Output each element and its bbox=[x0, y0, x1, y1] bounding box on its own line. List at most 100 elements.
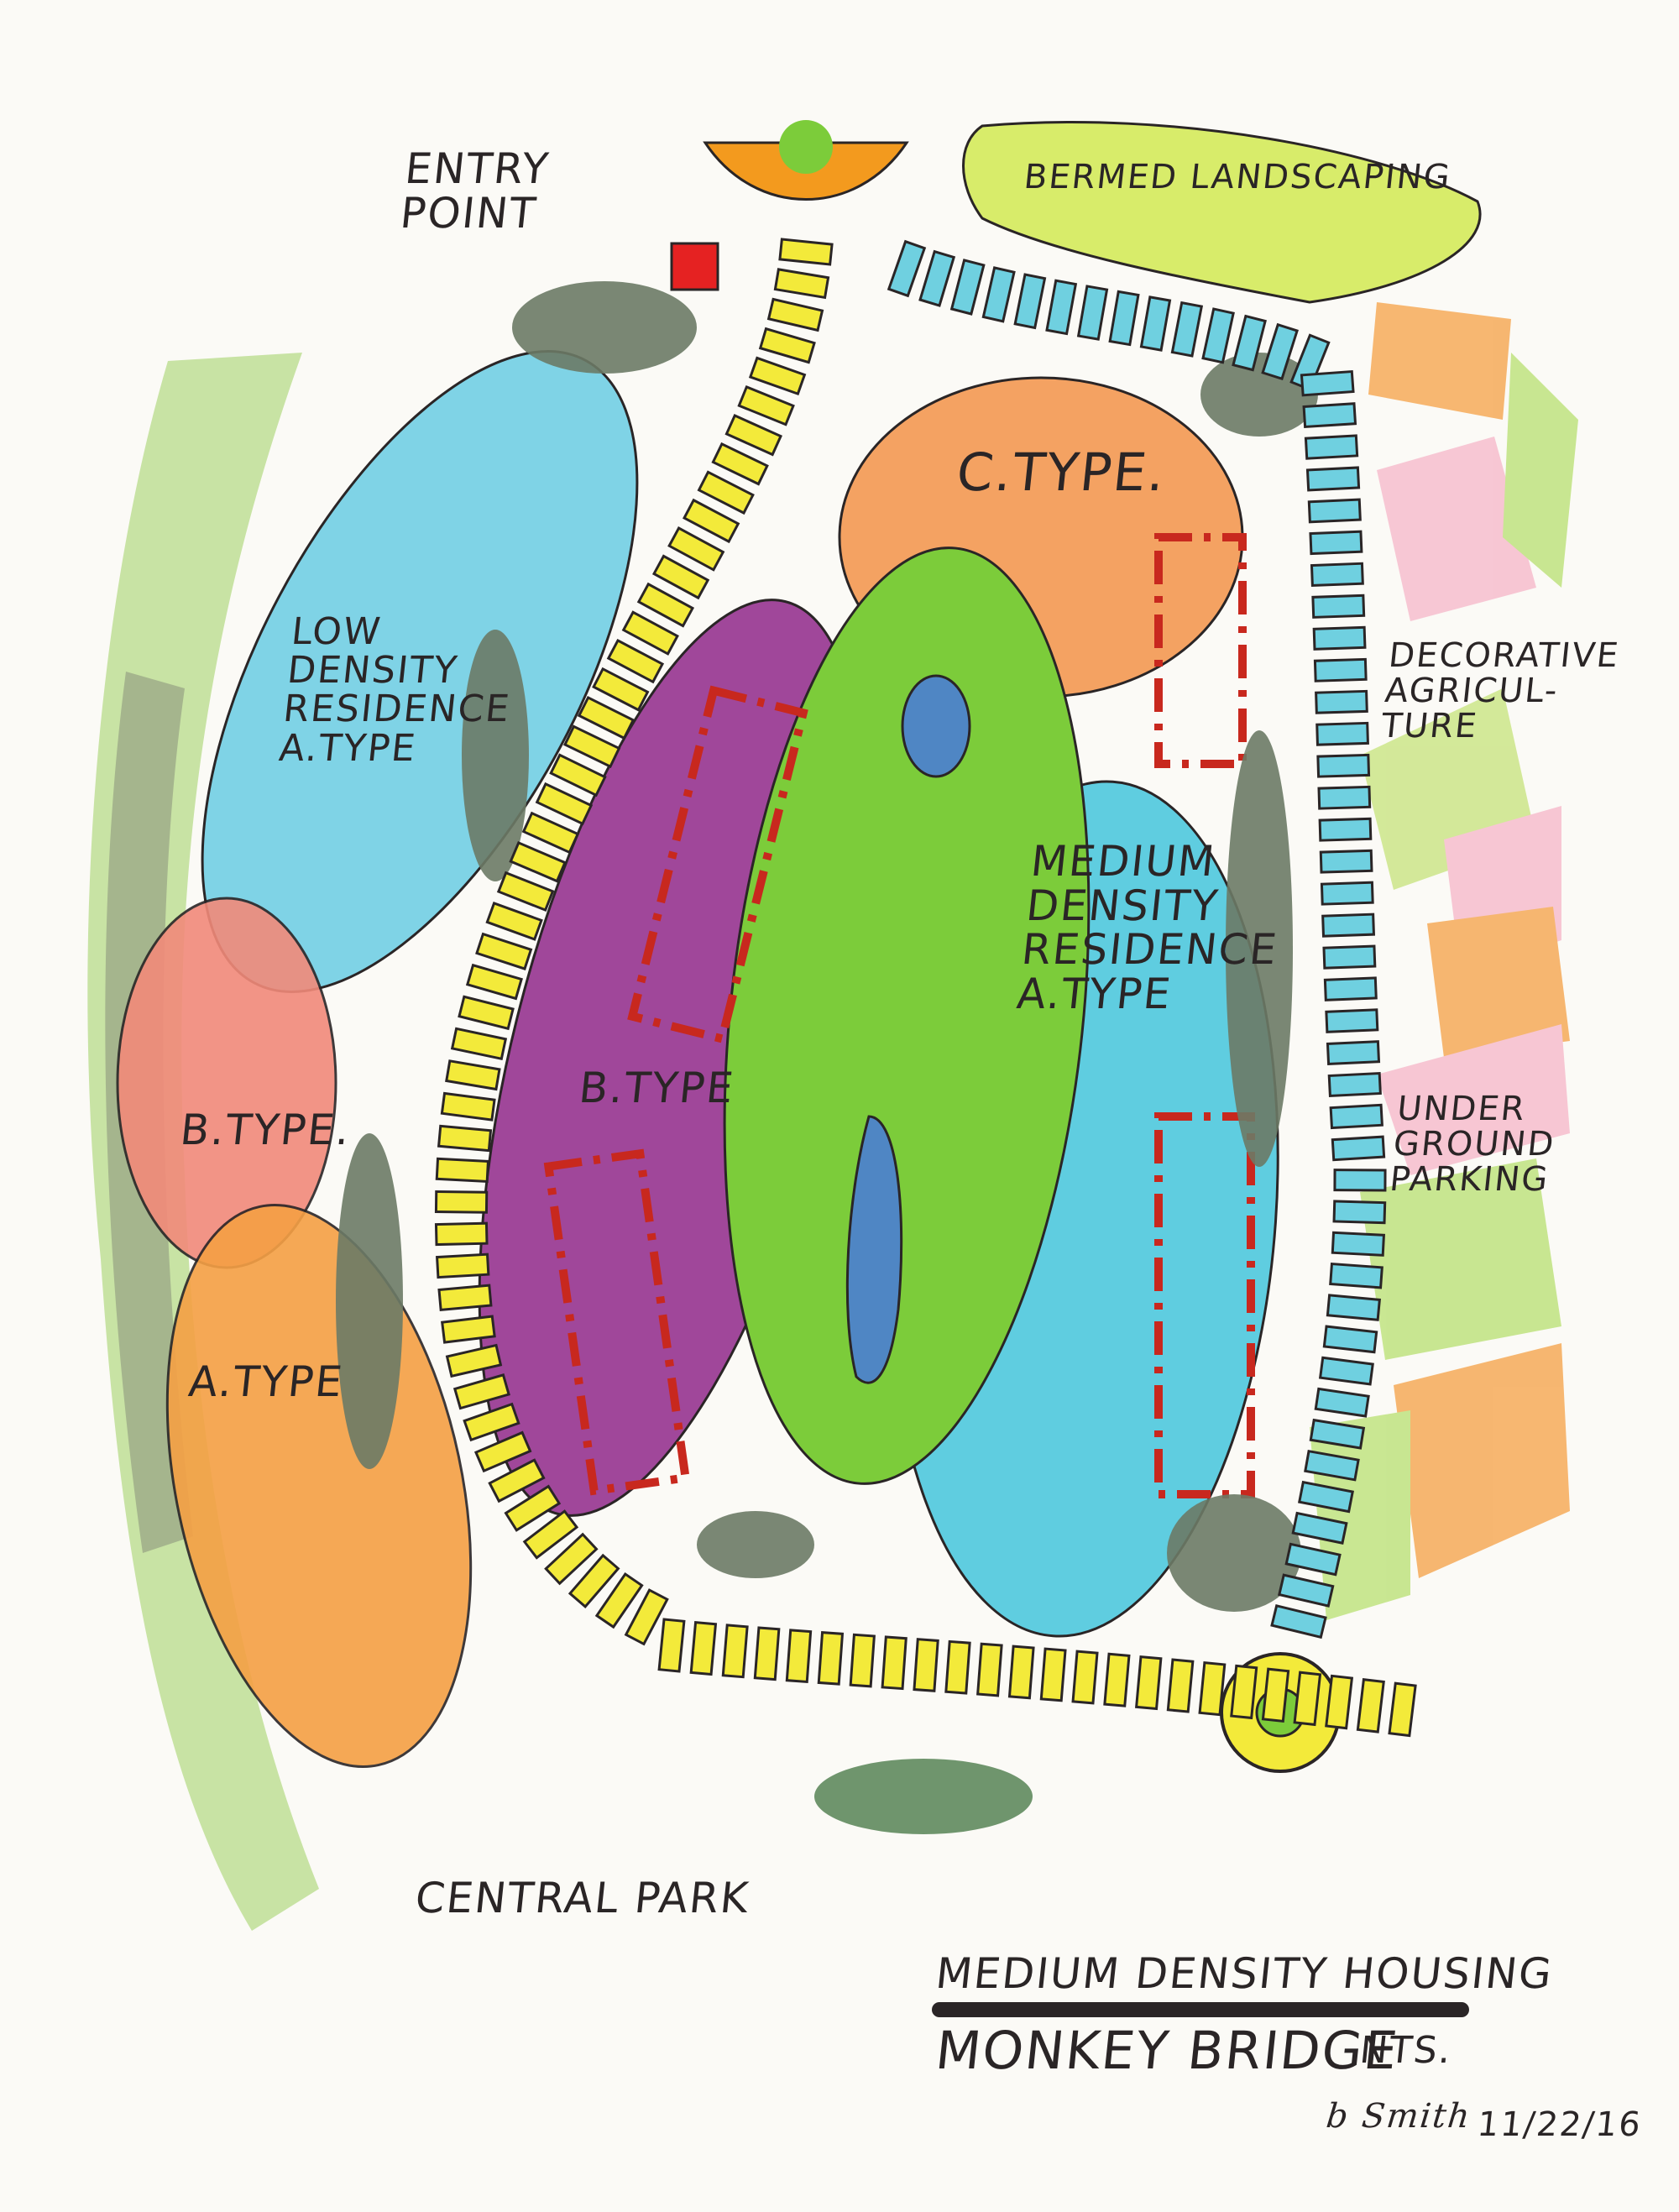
road-segment bbox=[463, 1402, 520, 1442]
road-segment bbox=[458, 995, 515, 1031]
decorative-agriculture-area bbox=[1310, 302, 1578, 1620]
road-segment bbox=[748, 356, 807, 396]
road-segment bbox=[577, 695, 636, 740]
tree-clusters bbox=[336, 281, 1318, 1834]
road-segment bbox=[976, 1642, 1003, 1697]
road-segment bbox=[636, 582, 695, 628]
road-segment bbox=[521, 811, 580, 855]
road-segment bbox=[1388, 1681, 1417, 1738]
road-segment bbox=[724, 414, 782, 457]
road-segment bbox=[766, 297, 824, 332]
road-segment bbox=[1170, 301, 1204, 358]
road-segment bbox=[1307, 498, 1362, 524]
pond-small bbox=[901, 674, 971, 778]
label-line: DECORATIVE bbox=[1386, 636, 1622, 675]
label-line: DENSITY bbox=[1023, 881, 1221, 930]
road-segment bbox=[475, 932, 533, 970]
road-segment bbox=[544, 1532, 599, 1586]
road-segment bbox=[1076, 285, 1109, 341]
drawing-title: MEDIUM DENSITY HOUSING bbox=[933, 1949, 1556, 1998]
road-segment bbox=[711, 442, 769, 486]
road-segment bbox=[1313, 657, 1368, 682]
road-segment bbox=[887, 239, 927, 298]
road-segment bbox=[509, 840, 567, 883]
road-segment bbox=[1304, 1449, 1360, 1482]
road-segment bbox=[435, 1157, 490, 1184]
label-line: A.TYPE bbox=[277, 726, 419, 770]
road-segment bbox=[1326, 1294, 1381, 1321]
road-segment bbox=[1323, 976, 1378, 1001]
road-segment bbox=[1329, 1262, 1383, 1289]
signature: b Smith bbox=[1324, 2097, 1473, 2136]
road-segment bbox=[1291, 1511, 1348, 1545]
road-segment bbox=[651, 554, 710, 600]
road-segment bbox=[667, 526, 725, 572]
bermed-landscaping-area bbox=[962, 121, 1482, 304]
road-segment bbox=[434, 1221, 489, 1247]
road-segment bbox=[683, 498, 740, 544]
label-line: PARKING bbox=[1388, 1160, 1551, 1199]
road-segment bbox=[944, 1639, 971, 1695]
road-segment bbox=[1331, 1231, 1386, 1257]
road-segment bbox=[1315, 689, 1368, 714]
road-segment bbox=[817, 1630, 845, 1686]
road-segment bbox=[721, 1624, 749, 1679]
road-segment bbox=[1321, 913, 1376, 938]
road-segment bbox=[689, 1620, 718, 1676]
road-segment bbox=[697, 470, 755, 515]
label-line: POINT bbox=[398, 188, 540, 238]
label-line: TURE bbox=[1379, 707, 1480, 745]
road-segment bbox=[549, 753, 607, 797]
road-segment bbox=[1309, 530, 1363, 556]
road-segment bbox=[434, 1190, 489, 1214]
road-segment bbox=[535, 782, 594, 826]
road-segment bbox=[1284, 1542, 1342, 1577]
road-segment bbox=[1310, 562, 1364, 588]
road-segment bbox=[496, 871, 555, 913]
road-segment bbox=[473, 1430, 532, 1473]
drawing-subtitle: MONKEY BRIDGE bbox=[933, 2020, 1402, 2081]
road-segment bbox=[918, 249, 956, 307]
road-segment bbox=[1314, 1387, 1370, 1418]
entry-feature-green bbox=[779, 120, 833, 174]
road-segment bbox=[504, 1484, 562, 1532]
road-segment bbox=[441, 1315, 496, 1344]
road-segment bbox=[1278, 1573, 1335, 1608]
road-segment bbox=[450, 1027, 508, 1061]
label-line: A.TYPE bbox=[1014, 969, 1174, 1018]
label-line: GROUND bbox=[1391, 1125, 1557, 1164]
label-b-type-left: B.TYPE. bbox=[177, 1106, 353, 1154]
label-bermed-landscaping: BERMED LANDSCAPING bbox=[1022, 158, 1454, 196]
road-segment bbox=[1322, 944, 1377, 970]
road-segment bbox=[1232, 314, 1267, 372]
label-a-type-left: A.TYPE bbox=[186, 1357, 347, 1406]
road-segment bbox=[1318, 817, 1373, 842]
road-segment bbox=[1325, 1674, 1354, 1730]
road-segment bbox=[1261, 1667, 1290, 1723]
road-segment bbox=[592, 667, 650, 712]
road-segment bbox=[881, 1635, 907, 1691]
road-segment bbox=[1356, 1678, 1385, 1734]
road-segment bbox=[1293, 1671, 1322, 1727]
road-segment bbox=[440, 1091, 496, 1122]
label-c-type: C.TYPE. bbox=[954, 442, 1169, 503]
road-segment bbox=[778, 238, 834, 266]
road-segment bbox=[1316, 753, 1371, 778]
landscape-edge-left bbox=[87, 353, 320, 1931]
underground-parking-outlines bbox=[543, 533, 1255, 1498]
road-segment bbox=[758, 327, 816, 364]
road-segment bbox=[445, 1059, 501, 1091]
road-segment bbox=[1297, 1480, 1354, 1514]
road-segment bbox=[1327, 1071, 1382, 1098]
road-segment bbox=[624, 1588, 669, 1646]
road-segment bbox=[1332, 1200, 1387, 1225]
road-segment bbox=[1230, 1664, 1258, 1720]
road-segment bbox=[1325, 1008, 1379, 1033]
road-segment bbox=[437, 1124, 493, 1153]
road-segment bbox=[1045, 279, 1078, 336]
road-segment bbox=[753, 1626, 781, 1681]
road-segment bbox=[981, 266, 1016, 323]
